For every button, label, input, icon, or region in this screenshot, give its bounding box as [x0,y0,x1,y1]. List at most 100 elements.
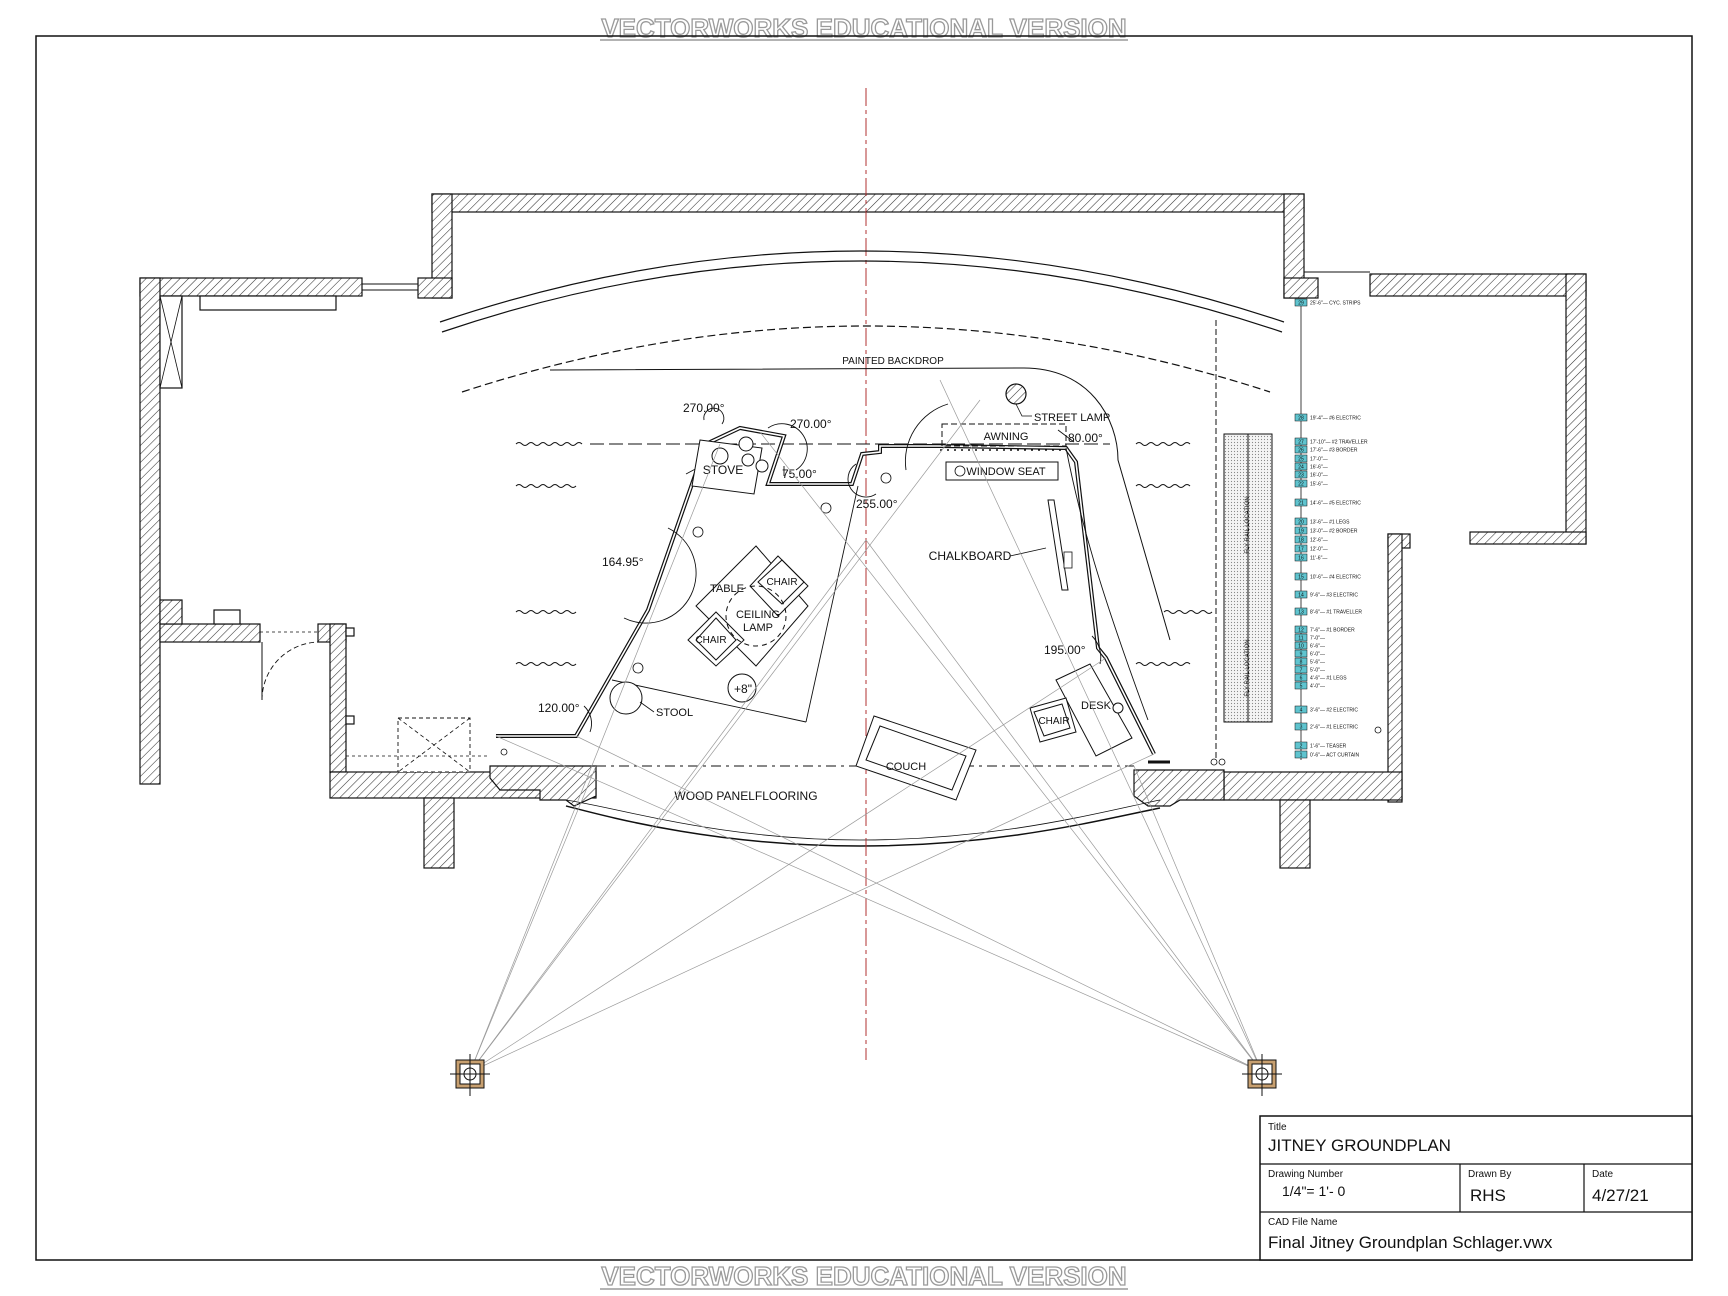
drawing-number-label: Drawing Number [1268,1169,1344,1180]
foh-instrument-right [1242,1054,1282,1096]
lineset-box [1294,470,1308,479]
drawn-by-label: Drawn By [1468,1169,1511,1180]
lineset-label: 25'-6"— CYC. STRIPS [1310,301,1361,307]
couch-label: COUCH [886,761,926,773]
lineset-box [1294,437,1308,446]
stove [691,436,769,495]
desk [1029,663,1133,757]
lineset-label: 5'-6"— [1310,660,1325,666]
upstage-masking [461,325,1271,393]
lineset-box [1294,741,1308,750]
lineset-box [1294,553,1308,562]
lineset-label: 12'-6"— [1310,538,1328,544]
lineset-box [1294,413,1308,422]
lineset-number: 5 [1300,684,1303,690]
lineset-number: 23 [1298,473,1304,479]
lineset-number: 17 [1298,547,1304,553]
couch [855,715,977,801]
lineset-number: 12 [1298,628,1304,634]
lineset-label: 13'-0"— #2 BORDER [1310,529,1358,535]
lineset-box [1294,649,1308,658]
theatre-walls [139,193,1587,869]
lineset-box [1294,665,1308,674]
wood-panel-flooring-label: WOOD PANELFLOORING [674,789,817,803]
cyclorama [439,250,1285,323]
lineset-box [1294,535,1308,544]
watermark-bottom: VECTORWORKS EDUCATIONAL VERSION [601,1261,1126,1291]
lineset-box [1294,673,1308,682]
painted-backdrop [549,367,1171,641]
lineset-label: 3'-6"— #2 ELECTRIC [1310,708,1358,714]
drawing-number: 1/4"= 1'- 0 [1282,1183,1346,1199]
street-lamp [1005,383,1027,405]
lineset-number: 11 [1298,636,1303,642]
lineset-label: 7'-6"— #1 BORDER [1310,628,1355,634]
lineset-box [1294,526,1308,535]
cad-file-name: Final Jitney Groundplan Schlager.vwx [1268,1233,1553,1252]
lineset-box [1294,722,1308,731]
lineset-number: 27 [1298,440,1304,446]
window-seat [945,461,1059,481]
awning [941,423,1067,447]
table [687,545,809,703]
lineset-box [1294,462,1308,471]
lineset-label: 5'-0"— [1310,668,1325,674]
lineset-label: 10'-6"— #4 ELECTRIC [1310,575,1361,581]
lineset-number: 2 [1300,744,1303,750]
lineset-label: 13'-6"— #1 LEGS [1310,520,1350,526]
ceiling-lamp-label-2: LAMP [743,622,773,634]
lineset-label: 9'-6"— #3 ELECTRIC [1310,593,1358,599]
stool-label: STOOL [656,707,693,719]
angle-270-right: 270.00° [790,417,832,431]
lineset-number: 24 [1298,465,1304,471]
cad-file-label: CAD File Name [1268,1217,1338,1228]
lineset-number: 1 [1300,753,1303,759]
lineset-number: 19 [1298,529,1304,535]
lineset-number: 9 [1300,652,1303,658]
lineset-label: 2'-6"— #1 ELECTRIC [1310,725,1358,731]
lineset-box [1294,572,1308,581]
markers [500,472,1226,766]
date-label: Date [1592,1169,1614,1180]
lineset-label: 1'-6"— TEASER [1310,744,1347,750]
lineset-box [1294,590,1308,599]
lineset-label: 11'-6"— [1310,556,1327,562]
awning-label: AWNING [984,431,1029,443]
lineset-box [1294,633,1308,642]
lineset-box [1294,641,1308,650]
foh-instrument-left [450,1054,490,1096]
lineset-number: 26 [1298,448,1304,454]
street-lamp-label: STREET LAMP [1034,412,1110,424]
lineset-number: 20 [1298,520,1304,526]
angle-80: 80.00° [1068,431,1103,445]
lineset-label: 16'-0"— [1310,473,1328,479]
proscenium-edge [489,765,1225,807]
fly-rail-1 [1223,433,1249,723]
painted-backdrop-label: PAINTED BACKDROP [842,356,944,367]
lineset-box [1294,681,1308,690]
lineset-number: 15 [1298,575,1304,581]
lineset-box [1294,498,1308,507]
fly-rail-2 [1247,433,1273,723]
legs [515,442,1213,666]
drawing-title: JITNEY GROUNDPLAN [1268,1136,1451,1155]
chalkboard [1047,499,1069,591]
lineset-label: 17'-0"— [1310,457,1328,463]
chair-label-3: CHAIR [1038,716,1069,727]
lineset-box [1294,657,1308,666]
lineset-number: 13 [1298,610,1304,616]
date: 4/27/21 [1592,1186,1649,1205]
sheet-border [35,35,1693,1261]
lineset-box [1294,544,1308,553]
fly-rail-label-2: FLY RAIL LOCATION [1245,639,1251,696]
lineset-label: 17'-6"— #3 BORDER [1310,448,1358,454]
lineset-number: 25 [1298,457,1304,463]
angle-195: 195.00° [1044,643,1086,657]
angle-270-left: 270.00° [683,401,725,415]
lineset-box [1294,298,1308,307]
angle-120: 120.00° [538,701,580,715]
chair-label-1: CHAIR [766,577,797,588]
lineset-label: 17'-10"— #2 TRAVELLER [1310,440,1368,446]
watermark-top: VECTORWORKS EDUCATIONAL VERSION [601,13,1126,43]
lineset-number: 8 [1300,660,1303,666]
